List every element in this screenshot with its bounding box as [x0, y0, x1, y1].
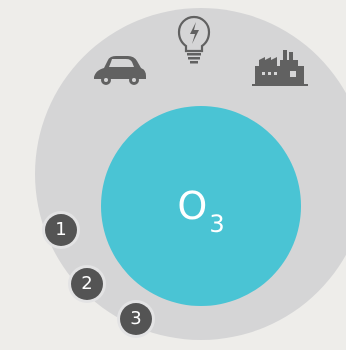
lightbulb-icon	[177, 15, 211, 64]
step-badge-1	[42, 211, 80, 249]
factory-icon	[252, 50, 308, 86]
step-number-3: 3	[130, 308, 142, 329]
step-number-2: 2	[81, 273, 93, 294]
step-number-1: 1	[55, 219, 67, 240]
step-badge-2	[68, 265, 106, 303]
car-icon	[94, 56, 146, 85]
step-badge-3	[117, 300, 155, 338]
ozone-core	[101, 106, 301, 306]
